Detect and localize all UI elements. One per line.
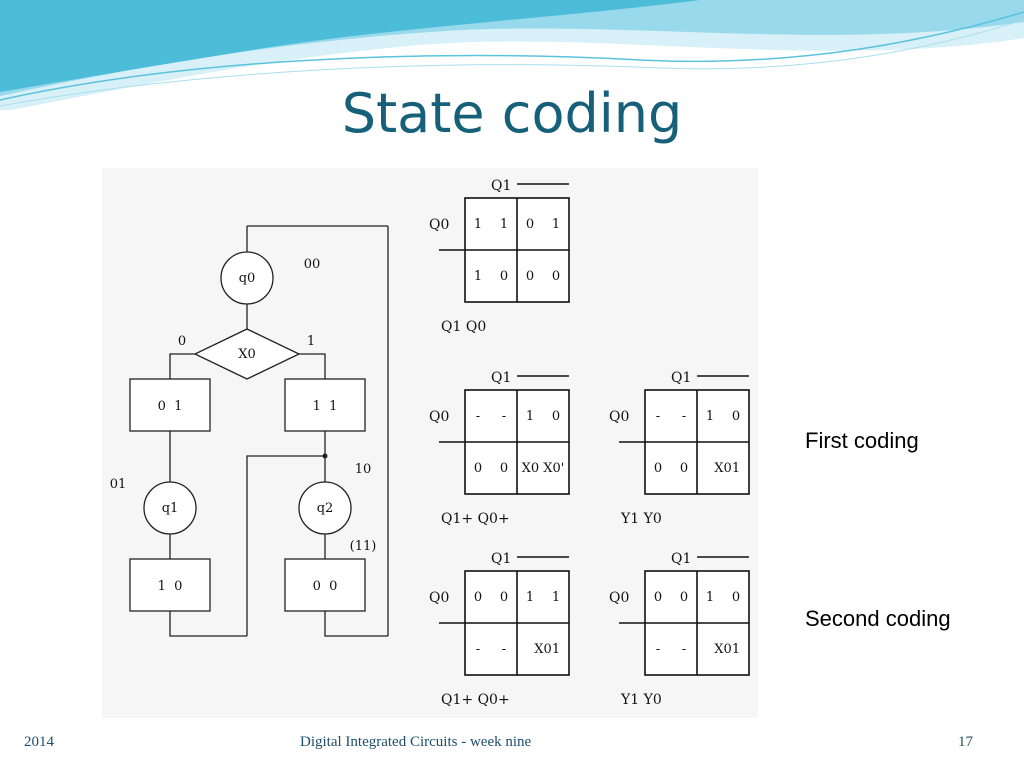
kmap-cell: 1	[526, 590, 534, 605]
output-text-2: 1 1	[313, 399, 338, 414]
kmap-cell: X0	[534, 642, 552, 657]
kmap-cell: 1	[526, 409, 534, 424]
kmap-cell: 1	[706, 409, 714, 424]
footer-year: 2014	[24, 734, 54, 750]
kmap-cell: 1	[552, 590, 560, 605]
kmap-cell: 1	[500, 217, 508, 232]
kmap-cell: -	[502, 642, 506, 657]
slide-title: State coding	[341, 82, 683, 145]
kmap-cell: -	[682, 409, 686, 424]
kmap-cell: -	[476, 409, 480, 424]
kmap-cell: 0	[474, 590, 482, 605]
kmap-cell: 1	[732, 461, 740, 476]
kmap-cell: 0	[526, 269, 534, 284]
footer-page-number: 17	[958, 734, 973, 750]
kmap-col-var: Q1	[671, 370, 691, 386]
code-label-10: 10	[355, 462, 372, 477]
kmap-cell: 1	[552, 217, 560, 232]
kmap-col-var: Q1	[491, 551, 511, 567]
output-text-4: 0 0	[313, 579, 338, 594]
kmap-cell: 0	[500, 461, 508, 476]
kmap-cell: 1	[474, 217, 482, 232]
state-label-q2: q2	[317, 501, 334, 516]
output-box-1	[129, 378, 211, 432]
kmap-cell: -	[656, 409, 660, 424]
decision-label: X0	[238, 347, 256, 362]
decision-diamond	[193, 328, 301, 380]
branch-label-0: 0	[178, 334, 186, 349]
kmap-cell: 0	[680, 461, 688, 476]
kmap-cell: -	[476, 642, 480, 657]
kmap-col-var: Q1	[671, 551, 691, 567]
kmap-cell: 1	[732, 642, 740, 657]
kmap-caption: Y1 Y0	[620, 511, 662, 527]
kmap-cell: 0	[474, 461, 482, 476]
kmap-cell: 1	[474, 269, 482, 284]
kmap-cell: 0	[500, 269, 508, 284]
flowchart-labels: q0 X0 q1 q2 0 1 00 01 10 (11) 0 1 1 1 1 …	[110, 257, 377, 594]
kmap-cell: 0	[526, 217, 534, 232]
kmap-cell: 0	[732, 409, 740, 424]
kmap-cell: -	[656, 642, 660, 657]
branch-label-1: 1	[307, 334, 315, 349]
kmap-cell: 0	[552, 409, 560, 424]
background-waves	[0, 0, 1024, 110]
kmap-cell: X0	[714, 642, 732, 657]
output-text-3: 1 0	[158, 579, 183, 594]
kmap-caption: Q1 Q0	[441, 319, 486, 335]
kmap-cell: X0 X0'	[522, 461, 565, 476]
output-text-1: 0 1	[158, 399, 183, 414]
kmap-col-var: Q1	[491, 370, 511, 386]
first-coding-label: First coding	[805, 428, 919, 453]
kmap-cell: 0	[500, 590, 508, 605]
kmap-col-var: Q1	[491, 178, 511, 194]
code-label-01: 01	[110, 477, 127, 492]
output-box-4	[284, 558, 366, 612]
kmap-cell: 0	[680, 590, 688, 605]
kmap-cell: X0	[714, 461, 732, 476]
kmap-cell: -	[682, 642, 686, 657]
kmap-cell: 1	[552, 642, 560, 657]
kmap-row-var: Q0	[429, 590, 449, 606]
kmap-caption: Y1 Y0	[620, 692, 662, 708]
state-label-q0: q0	[239, 271, 256, 286]
code-label-00: 00	[304, 257, 321, 272]
output-box-2	[284, 378, 366, 432]
kmap-row-var: Q0	[429, 409, 449, 425]
kmap-caption: Q1+ Q0+	[441, 692, 510, 708]
kmap-cell: 0	[654, 461, 662, 476]
code-label-11: (11)	[350, 539, 377, 554]
kmap-cell: 0	[732, 590, 740, 605]
kmap-cell: 0	[654, 590, 662, 605]
kmap-cell: -	[502, 409, 506, 424]
kmap-cell: 0	[552, 269, 560, 284]
kmap-cell: 1	[706, 590, 714, 605]
kmap-caption: Q1+ Q0+	[441, 511, 510, 527]
kmap-row-var: Q0	[429, 217, 449, 233]
footer-course: Digital Integrated Circuits - week nine	[300, 734, 532, 750]
second-coding-label: Second coding	[805, 606, 951, 631]
flowchart	[129, 225, 389, 637]
state-label-q1: q1	[162, 501, 179, 516]
kmap-row-var: Q0	[609, 590, 629, 606]
kmap-row-var: Q0	[609, 409, 629, 425]
